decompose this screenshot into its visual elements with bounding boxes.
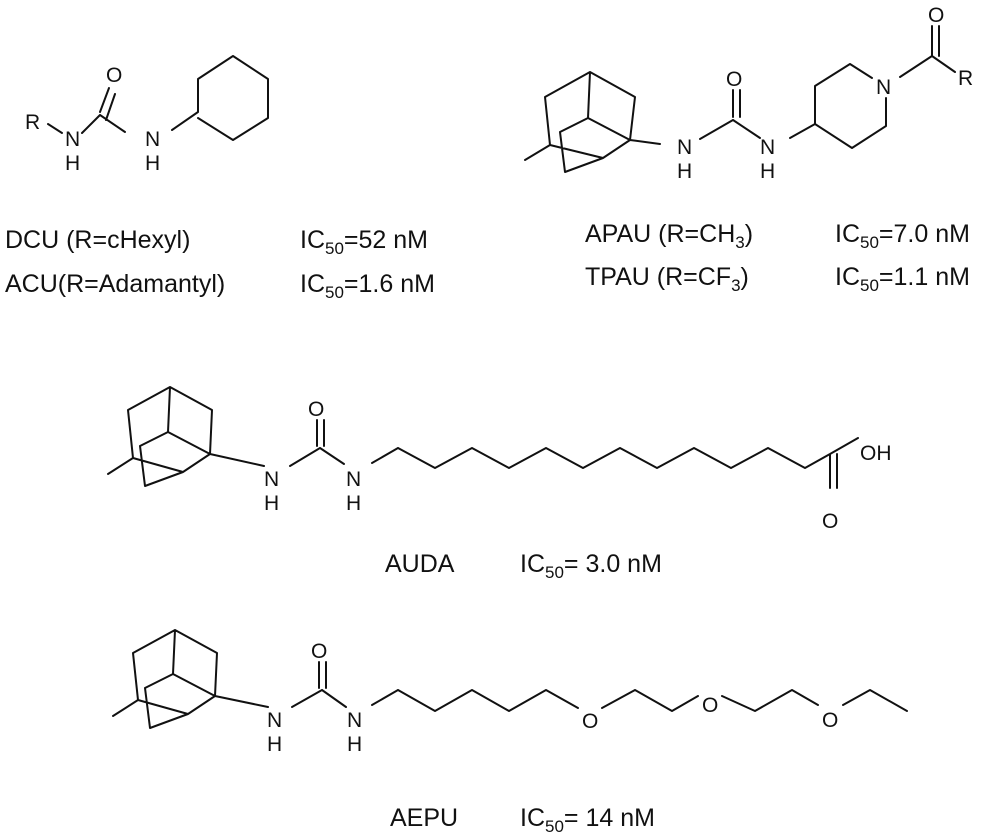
- atom-N: N: [347, 709, 362, 732]
- compound-label-dcu: DCU (R=cHexyl): [5, 226, 190, 254]
- compound-label-acu: ACU(R=Adamantyl): [5, 270, 225, 298]
- atom-O: O: [822, 510, 838, 533]
- atom-O: O: [311, 640, 327, 663]
- bonds: [47, 55, 269, 141]
- atom-N: N: [876, 76, 891, 99]
- structure-auda: N H O N H OH O: [107, 386, 892, 533]
- ic50-acu: IC50=1.6 nM: [300, 270, 435, 302]
- atom-OH: OH: [860, 442, 892, 465]
- ic50-auda: IC50= 3.0 nM: [520, 550, 662, 582]
- bonds: [524, 25, 956, 173]
- ic50-aepu: IC50= 14 nM: [520, 804, 655, 836]
- atom-O: O: [726, 68, 742, 91]
- atom-H: H: [760, 160, 775, 183]
- atom-N: N: [65, 128, 80, 151]
- atom-H: H: [677, 160, 692, 183]
- ic50-tpau: IC50=1.1 nM: [835, 263, 970, 295]
- ic50-dcu: IC50=52 nM: [300, 226, 428, 258]
- atom-N: N: [677, 136, 692, 159]
- atom-O: O: [582, 710, 598, 733]
- compound-label-tpau: TPAU (R=CF3): [585, 263, 749, 295]
- compound-label-apau: APAU (R=CH3): [585, 220, 753, 252]
- atom-O: O: [308, 398, 324, 421]
- atom-H: H: [346, 492, 361, 515]
- atom-N: N: [346, 468, 361, 491]
- atom-O: O: [822, 709, 838, 732]
- ic50-apau: IC50=7.0 nM: [835, 220, 970, 252]
- atom-H: H: [267, 733, 282, 756]
- bonds: [112, 629, 908, 729]
- atom-H: H: [264, 492, 279, 515]
- structure-apau-tpau: N H O N H N O R: [524, 4, 973, 183]
- atom-N: N: [145, 128, 160, 151]
- atom-R: R: [25, 111, 40, 134]
- atom-H: H: [65, 152, 80, 175]
- atom-R: R: [958, 67, 973, 90]
- atom-O: O: [702, 694, 718, 717]
- atom-H: H: [145, 152, 160, 175]
- structure-aepu: N H O N H O O O: [112, 629, 908, 756]
- structure-dcu-acu: R N H O N H: [25, 55, 269, 175]
- bonds: [107, 386, 859, 489]
- atom-N: N: [267, 709, 282, 732]
- atom-O: O: [928, 4, 944, 27]
- atom-H: H: [347, 733, 362, 756]
- atom-N: N: [760, 136, 775, 159]
- atom-O: O: [106, 64, 122, 87]
- compound-label-aepu: AEPU: [390, 804, 458, 832]
- compound-label-auda: AUDA: [385, 550, 455, 578]
- atom-N: N: [264, 468, 279, 491]
